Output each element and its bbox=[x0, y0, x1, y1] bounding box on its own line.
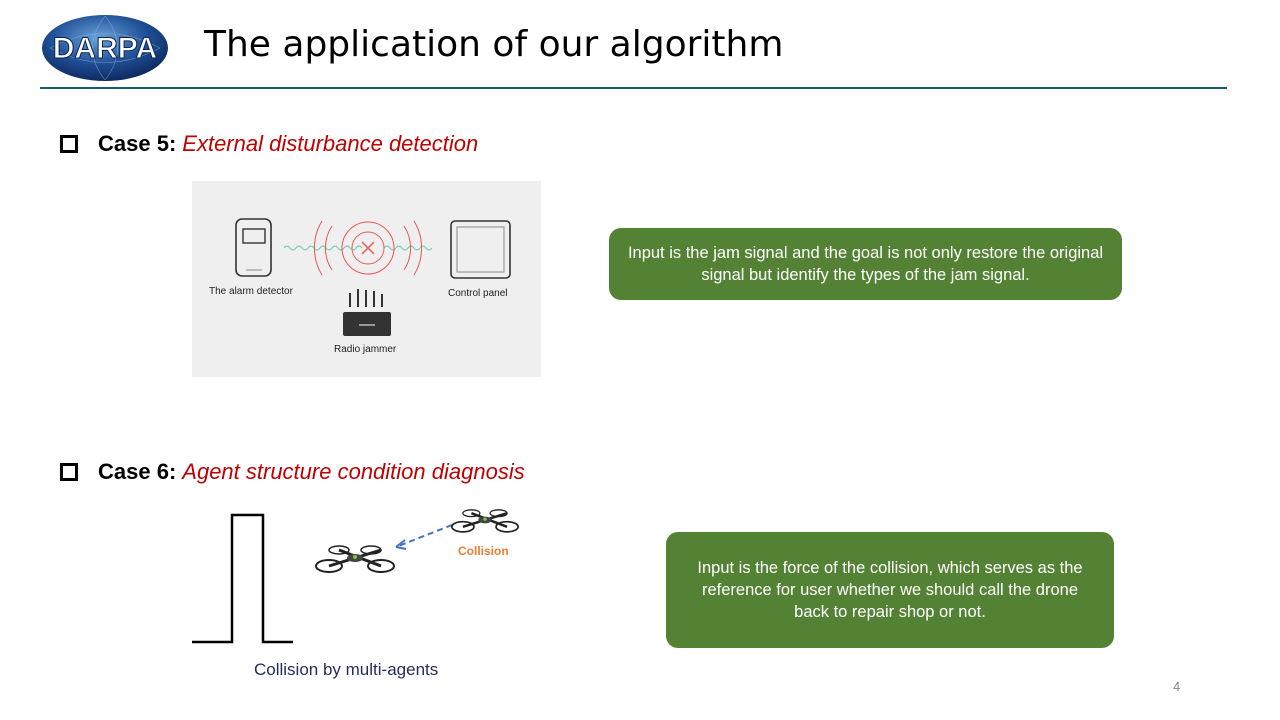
case-5-heading: Case 5: External disturbance detection bbox=[60, 131, 478, 157]
drone-icon bbox=[315, 545, 395, 573]
checkbox-bullet-icon bbox=[60, 463, 78, 481]
alarm-detector-icon bbox=[235, 218, 272, 277]
control-panel-icon bbox=[450, 220, 511, 279]
radio-jammer-label: Radio jammer bbox=[334, 344, 397, 355]
pulse-signal-icon bbox=[192, 513, 293, 644]
signal-wave-left bbox=[283, 245, 363, 251]
slide-title: The application of our algorithm bbox=[204, 24, 784, 65]
alarm-detector-label: The alarm detector bbox=[209, 286, 293, 297]
case-description: External disturbance detection bbox=[182, 131, 479, 156]
title-divider bbox=[40, 87, 1227, 89]
case-label: Case 5: bbox=[98, 131, 177, 156]
jamming-diagram: The alarm detector Control panel Radio j… bbox=[192, 181, 541, 377]
collision-caption: Collision by multi-agents bbox=[254, 660, 439, 679]
darpa-logo: DARPA bbox=[40, 14, 170, 82]
radio-jammer-icon bbox=[343, 289, 391, 336]
interference-icon bbox=[313, 220, 423, 276]
case-5-callout: Input is the jam signal and the goal is … bbox=[609, 228, 1122, 300]
case-description: Agent structure condition diagnosis bbox=[182, 459, 525, 484]
case-6-callout: Input is the force of the collision, whi… bbox=[666, 532, 1114, 648]
control-panel-label: Control panel bbox=[448, 288, 508, 299]
collision-label: Collision bbox=[458, 544, 509, 558]
checkbox-bullet-icon bbox=[60, 135, 78, 153]
case-label: Case 6: bbox=[98, 459, 177, 484]
signal-wave-right bbox=[383, 245, 433, 251]
case-6-heading: Case 6: Agent structure condition diagno… bbox=[60, 459, 525, 485]
page-number: 4 bbox=[1173, 679, 1181, 694]
drone-icon bbox=[450, 509, 520, 533]
collision-figure bbox=[192, 509, 520, 644]
logo-text: DARPA bbox=[53, 32, 157, 65]
collision-arrow bbox=[395, 524, 453, 548]
